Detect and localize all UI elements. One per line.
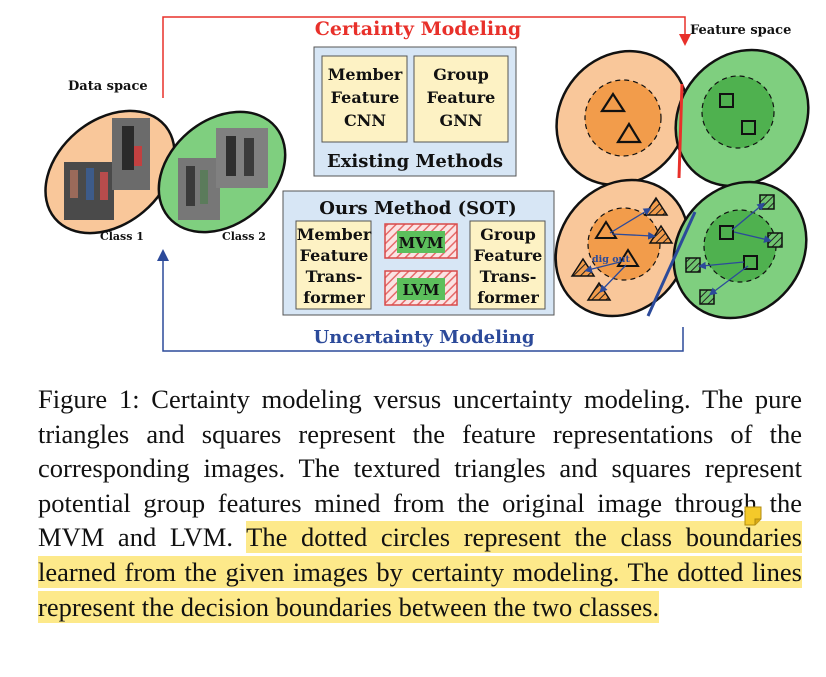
uncertainty-title: Uncertainty Modeling (314, 327, 535, 348)
feature-space-uncertainty: dig out (554, 178, 808, 320)
ours-member-line2: Feature (300, 246, 369, 265)
triangle-icon (616, 121, 642, 144)
triangle-icon (616, 248, 640, 267)
sticky-note-icon[interactable] (744, 506, 762, 526)
square-icon (741, 120, 756, 135)
triangle-icon (594, 220, 618, 239)
caption-plain: Figure 1: Certainty modeling versus unce… (38, 384, 802, 553)
square-icon (719, 225, 734, 240)
triangle-icon (599, 91, 627, 113)
existing-group-line3: GNN (440, 111, 483, 130)
existing-methods-label: Existing Methods (327, 151, 503, 172)
lvm-label: LVM (402, 281, 439, 299)
class2-label: Class 2 (222, 230, 266, 243)
data-space-label: Data space (68, 79, 148, 94)
ours-group-line4: former (477, 288, 539, 307)
textured-square-icon (699, 289, 715, 305)
ours-method-box: Ours Method (SOT) Member Feature Trans- … (282, 190, 555, 316)
ours-group-line1: Group (480, 225, 536, 244)
existing-methods-box: Member Feature CNN Group Feature GNN Exi… (313, 46, 517, 177)
uncertainty-arrow (157, 249, 684, 352)
class1-ellipse (44, 109, 176, 235)
feature-space-certainty (555, 48, 810, 188)
ours-member-line4: former (303, 288, 365, 307)
existing-member-line3: CNN (344, 111, 386, 130)
decision-boundary-uncertainty (646, 211, 697, 317)
textured-square-icon (759, 194, 775, 210)
person-image (178, 158, 220, 220)
decision-boundary-certainty (677, 83, 684, 179)
ours-method-title: Ours Method (SOT) (319, 198, 516, 219)
ours-group-line3: Trans- (480, 267, 537, 286)
figure-diagram: Certainty Modeling Uncertainty Modeling … (44, 16, 810, 352)
existing-member-line1: Member (328, 65, 403, 84)
person-image (216, 128, 268, 188)
existing-member-line2: Feature (331, 88, 400, 107)
textured-square-icon (767, 232, 783, 248)
certainty-title: Certainty Modeling (315, 18, 521, 40)
dig-out-label: dig out (592, 254, 630, 265)
mvm-label: MVM (399, 234, 444, 252)
class2-ellipse (157, 110, 287, 234)
feature-space-label: Feature space (690, 23, 791, 38)
textured-square-icon (685, 257, 701, 273)
existing-group-line2: Feature (427, 88, 496, 107)
ours-member-line1: Member (297, 225, 372, 244)
existing-group-line1: Group (433, 65, 489, 84)
ours-group-line2: Feature (474, 246, 543, 265)
certainty-arrow (162, 16, 691, 98)
ours-member-line3: Trans- (306, 267, 363, 286)
figure-caption: Figure 1: Certainty modeling versus unce… (38, 382, 802, 624)
class1-label: Class 1 (100, 230, 144, 243)
square-icon (719, 93, 734, 108)
